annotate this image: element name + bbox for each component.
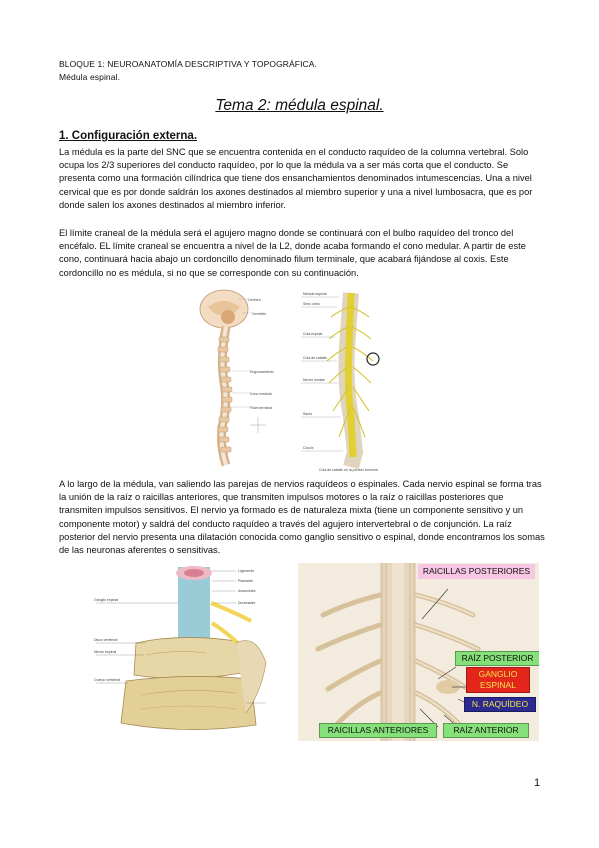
label-ganglio-espinal: GANGLIO ESPINAL — [466, 667, 530, 693]
svg-text:Aracnoides: Aracnoides — [238, 589, 256, 593]
page-number: 1 — [534, 777, 541, 789]
document-header: BLOQUE 1: NEUROANATOMÍA DESCRIPTIVA Y TO… — [59, 58, 317, 84]
svg-text:Sacro: Sacro — [303, 412, 312, 416]
svg-text:Cono medular: Cono medular — [250, 392, 273, 396]
paragraph-3: A lo largo de la médula, van saliendo la… — [59, 479, 545, 556]
header-block-title: BLOQUE 1: NEUROANATOMÍA DESCRIPTIVA Y TO… — [59, 59, 318, 69]
section-heading: 1. Configuración externa. — [59, 130, 198, 142]
label-raicillas-anteriores: RAICILLAS ANTERIORES — [319, 723, 437, 738]
svg-text:Seno óseo: Seno óseo — [303, 302, 320, 306]
svg-text:Piamadre: Piamadre — [238, 579, 253, 583]
header-subtitle: Médula espinal. — [59, 72, 121, 82]
spinal-cord-lateral-figure: Cerebro Cerebelo Engrosamiento Cono medu… — [186, 287, 286, 470]
svg-text:Nervio espinal: Nervio espinal — [94, 650, 116, 654]
label-raiz-anterior: RAÍZ ANTERIOR — [443, 723, 529, 738]
paragraph-2: El límite craneal de la médula será el a… — [59, 228, 526, 278]
svg-text:Ligamento: Ligamento — [238, 569, 254, 573]
svg-text:Duramadre: Duramadre — [238, 601, 256, 605]
vertebra-cross-section-figure: Ligamento Piamadre Aracnoides Duramadre … — [86, 563, 286, 741]
svg-text:Cola de caballo en la porción: Cola de caballo en la porción terminal — [319, 468, 378, 472]
svg-text:Cola de caballo: Cola de caballo — [303, 356, 327, 360]
label-raicillas-posteriores: RAICILLAS POSTERIORES — [418, 564, 535, 579]
svg-text:Disco vertebral: Disco vertebral — [94, 638, 118, 642]
label-raiz-posterior: RAÍZ POSTERIOR — [455, 651, 539, 666]
label-n-raquideo: N. RAQUÍDEO — [464, 697, 536, 712]
svg-text:Médula espinal: Médula espinal — [303, 292, 327, 296]
nerve-roots-figure: RAICILLAS POSTERIORES RAÍZ POSTERIOR GAN… — [298, 563, 539, 741]
svg-text:Ganglio espinal: Ganglio espinal — [94, 598, 118, 602]
spinal-cord-posterior-figure: Médula espinal Seno óseo Cola espinal Co… — [289, 287, 411, 472]
svg-text:Cóccix: Cóccix — [303, 446, 314, 450]
paragraph-1: La médula es la parte del SNC que se enc… — [59, 147, 533, 210]
svg-text:Engrosamiento: Engrosamiento — [250, 370, 274, 374]
svg-text:Nervio lumbar: Nervio lumbar — [303, 378, 326, 382]
page-title: Tema 2: médula espinal. — [215, 97, 384, 114]
svg-text:Cuerpo vertebral: Cuerpo vertebral — [94, 678, 120, 682]
svg-text:Cerebro: Cerebro — [248, 298, 261, 302]
svg-text:Filum terminal: Filum terminal — [250, 406, 272, 410]
svg-text:Cola espinal: Cola espinal — [303, 332, 322, 336]
svg-text:Cerebelo: Cerebelo — [252, 312, 266, 316]
